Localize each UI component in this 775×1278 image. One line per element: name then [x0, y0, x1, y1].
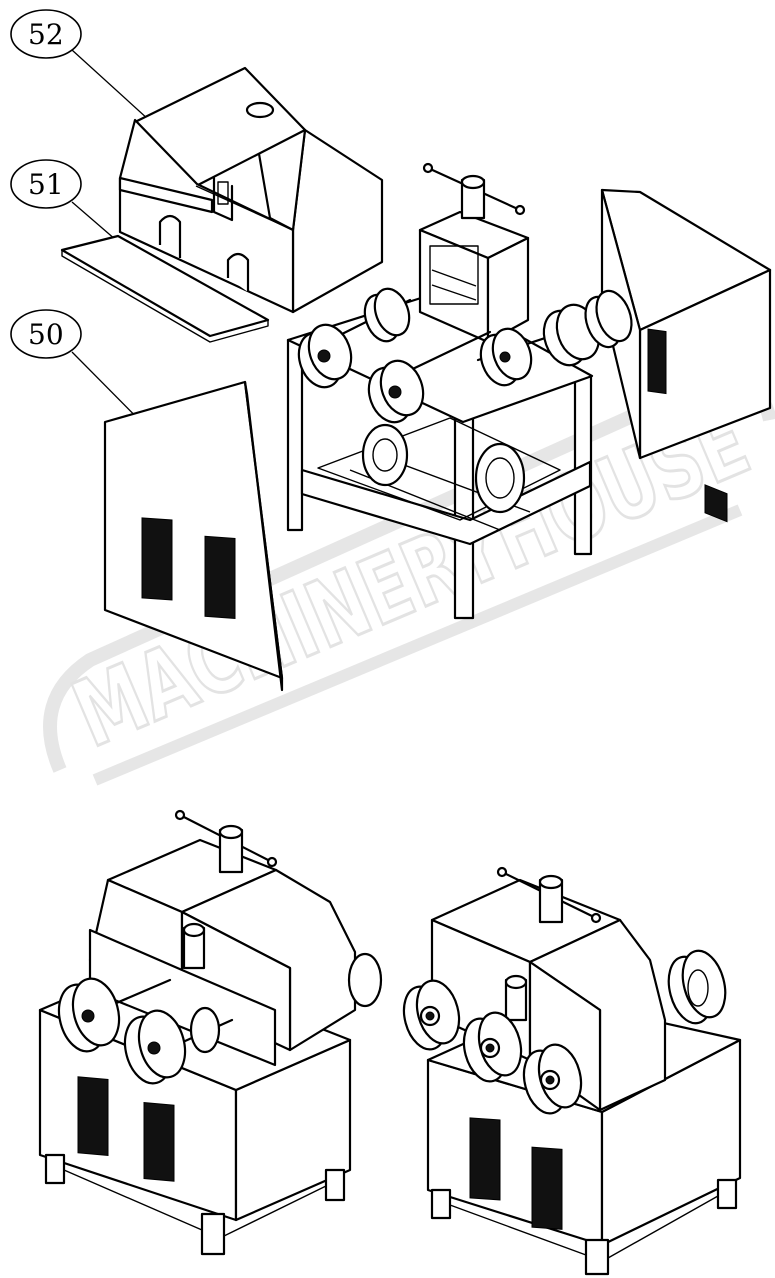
right-machine-vent-1 [469, 1117, 501, 1201]
callout-52: 52 [10, 9, 183, 151]
roller-3 [363, 287, 411, 343]
vent-right [204, 535, 236, 619]
right-panel-vent-1 [647, 328, 667, 395]
assembled-machine-right [402, 866, 742, 1276]
right-panel-vent-2 [704, 484, 728, 523]
roller-mechanism [286, 162, 633, 620]
assembled-machine-left [38, 809, 383, 1256]
callout-51-label: 51 [28, 168, 64, 201]
side-panel-part-50 [103, 380, 284, 692]
callout-52-label: 52 [28, 18, 64, 51]
vent-left [141, 517, 173, 601]
callout-50-label: 50 [28, 318, 64, 351]
roller-1 [297, 323, 353, 389]
left-machine-vent-2 [143, 1102, 175, 1182]
top-cover-part-52 [118, 66, 384, 314]
roller-6 [584, 289, 633, 349]
roller-2 [367, 359, 425, 424]
roller-4 [479, 327, 533, 387]
plate-part-51 [60, 234, 270, 343]
left-machine-vent-1 [77, 1076, 109, 1156]
right-machine-vent-2 [531, 1146, 563, 1230]
